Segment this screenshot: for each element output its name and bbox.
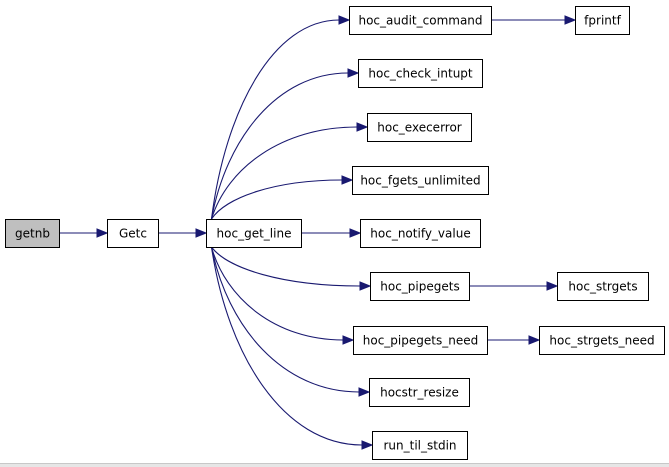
arrowhead-icon bbox=[546, 281, 559, 291]
arrowhead-icon bbox=[195, 228, 208, 238]
node-getnb: getnb bbox=[5, 219, 60, 248]
node-box bbox=[360, 219, 481, 248]
node-hocstr_resize[interactable]: hocstr_resize bbox=[369, 378, 470, 407]
edge-getnb-to-Getc bbox=[59, 228, 109, 238]
node-label: fprintf bbox=[584, 14, 621, 28]
node-label: hoc_notify_value bbox=[370, 227, 470, 241]
arrowhead-icon bbox=[342, 335, 355, 345]
edge-hoc_get_line-to-hoc_check_intupt bbox=[210, 68, 360, 220]
arrowhead-icon bbox=[361, 440, 374, 450]
node-label: hocstr_resize bbox=[380, 386, 459, 400]
nodes-layer: getnb Getc hoc_get_line hoc_audit_command fp… bbox=[5, 6, 665, 460]
edge-hoc_get_line-to-run_til_stdin bbox=[210, 246, 374, 450]
node-hoc_notify_value[interactable]: hoc_notify_value bbox=[360, 219, 481, 248]
bottom-scrollbar bbox=[0, 463, 669, 467]
node-hoc_strgets[interactable]: hoc_strgets bbox=[557, 272, 649, 301]
edge-hoc_get_line-to-hoc_audit_command bbox=[210, 15, 351, 220]
node-box bbox=[206, 219, 302, 248]
arrowhead-icon bbox=[359, 281, 372, 291]
node-box bbox=[358, 59, 483, 88]
node-label: getnb bbox=[15, 227, 50, 241]
node-box bbox=[353, 326, 488, 355]
node-label: hoc_pipegets_need bbox=[363, 334, 478, 348]
node-box bbox=[349, 6, 492, 35]
edge-hoc_pipegets_need-to-hoc_strgets_need bbox=[487, 335, 541, 345]
arrowhead-icon bbox=[528, 335, 541, 345]
edge-hoc_get_line-to-hoc_execerror bbox=[210, 122, 369, 220]
node-box bbox=[352, 166, 489, 195]
node-box bbox=[370, 272, 470, 301]
arrowhead-icon bbox=[349, 228, 362, 238]
edge-Getc-to-hoc_get_line bbox=[158, 228, 208, 238]
edge-hoc_get_line-to-hoc_pipegets_need bbox=[210, 246, 355, 345]
node-box bbox=[5, 219, 60, 248]
node-box bbox=[557, 272, 649, 301]
arrowhead-icon bbox=[341, 175, 354, 185]
node-label: hoc_fgets_unlimited bbox=[360, 174, 480, 188]
node-box bbox=[575, 6, 630, 35]
node-run_til_stdin[interactable]: run_til_stdin bbox=[372, 431, 468, 460]
node-label: Getc bbox=[119, 227, 147, 241]
arrowhead-icon bbox=[358, 387, 371, 397]
edge-hoc_get_line-to-hoc_notify_value bbox=[301, 228, 362, 238]
node-hoc_get_line[interactable]: hoc_get_line bbox=[206, 219, 302, 248]
node-box bbox=[369, 378, 470, 407]
arrowhead-icon bbox=[347, 68, 360, 78]
node-label: run_til_stdin bbox=[383, 439, 456, 453]
node-label: hoc_strgets_need bbox=[549, 334, 654, 348]
edge-hoc_get_line-to-hoc_pipegets bbox=[211, 246, 372, 291]
node-hoc_execerror[interactable]: hoc_execerror bbox=[367, 113, 472, 142]
node-label: hoc_check_intupt bbox=[368, 67, 473, 81]
node-Getc[interactable]: Getc bbox=[107, 219, 159, 248]
edge-hoc_get_line-to-hocstr_resize bbox=[210, 246, 371, 397]
arrowhead-icon bbox=[564, 15, 577, 25]
node-label: hoc_get_line bbox=[217, 227, 292, 241]
edge-hoc_audit_command-to-fprintf bbox=[491, 15, 577, 25]
node-box bbox=[372, 431, 468, 460]
arrowhead-icon bbox=[96, 228, 109, 238]
node-fprintf[interactable]: fprintf bbox=[575, 6, 630, 35]
node-label: hoc_pipegets bbox=[380, 280, 459, 294]
edge-hoc_pipegets-to-hoc_strgets bbox=[469, 281, 559, 291]
node-hoc_audit_command[interactable]: hoc_audit_command bbox=[349, 6, 492, 35]
node-hoc_fgets_unlimited[interactable]: hoc_fgets_unlimited bbox=[352, 166, 489, 195]
arrowhead-icon bbox=[338, 15, 351, 25]
node-hoc_strgets_need[interactable]: hoc_strgets_need bbox=[539, 326, 665, 355]
node-box bbox=[367, 113, 472, 142]
node-box bbox=[539, 326, 665, 355]
node-label: hoc_audit_command bbox=[358, 14, 482, 28]
node-hoc_check_intupt[interactable]: hoc_check_intupt bbox=[358, 59, 483, 88]
edge-hoc_get_line-to-hoc_fgets_unlimited bbox=[211, 175, 354, 220]
node-label: hoc_execerror bbox=[377, 121, 462, 135]
node-hoc_pipegets[interactable]: hoc_pipegets bbox=[370, 272, 470, 301]
edges-layer bbox=[59, 15, 577, 450]
arrowhead-icon bbox=[356, 122, 369, 132]
node-box bbox=[107, 219, 159, 248]
node-hoc_pipegets_need[interactable]: hoc_pipegets_need bbox=[353, 326, 488, 355]
node-label: hoc_strgets bbox=[568, 280, 637, 294]
